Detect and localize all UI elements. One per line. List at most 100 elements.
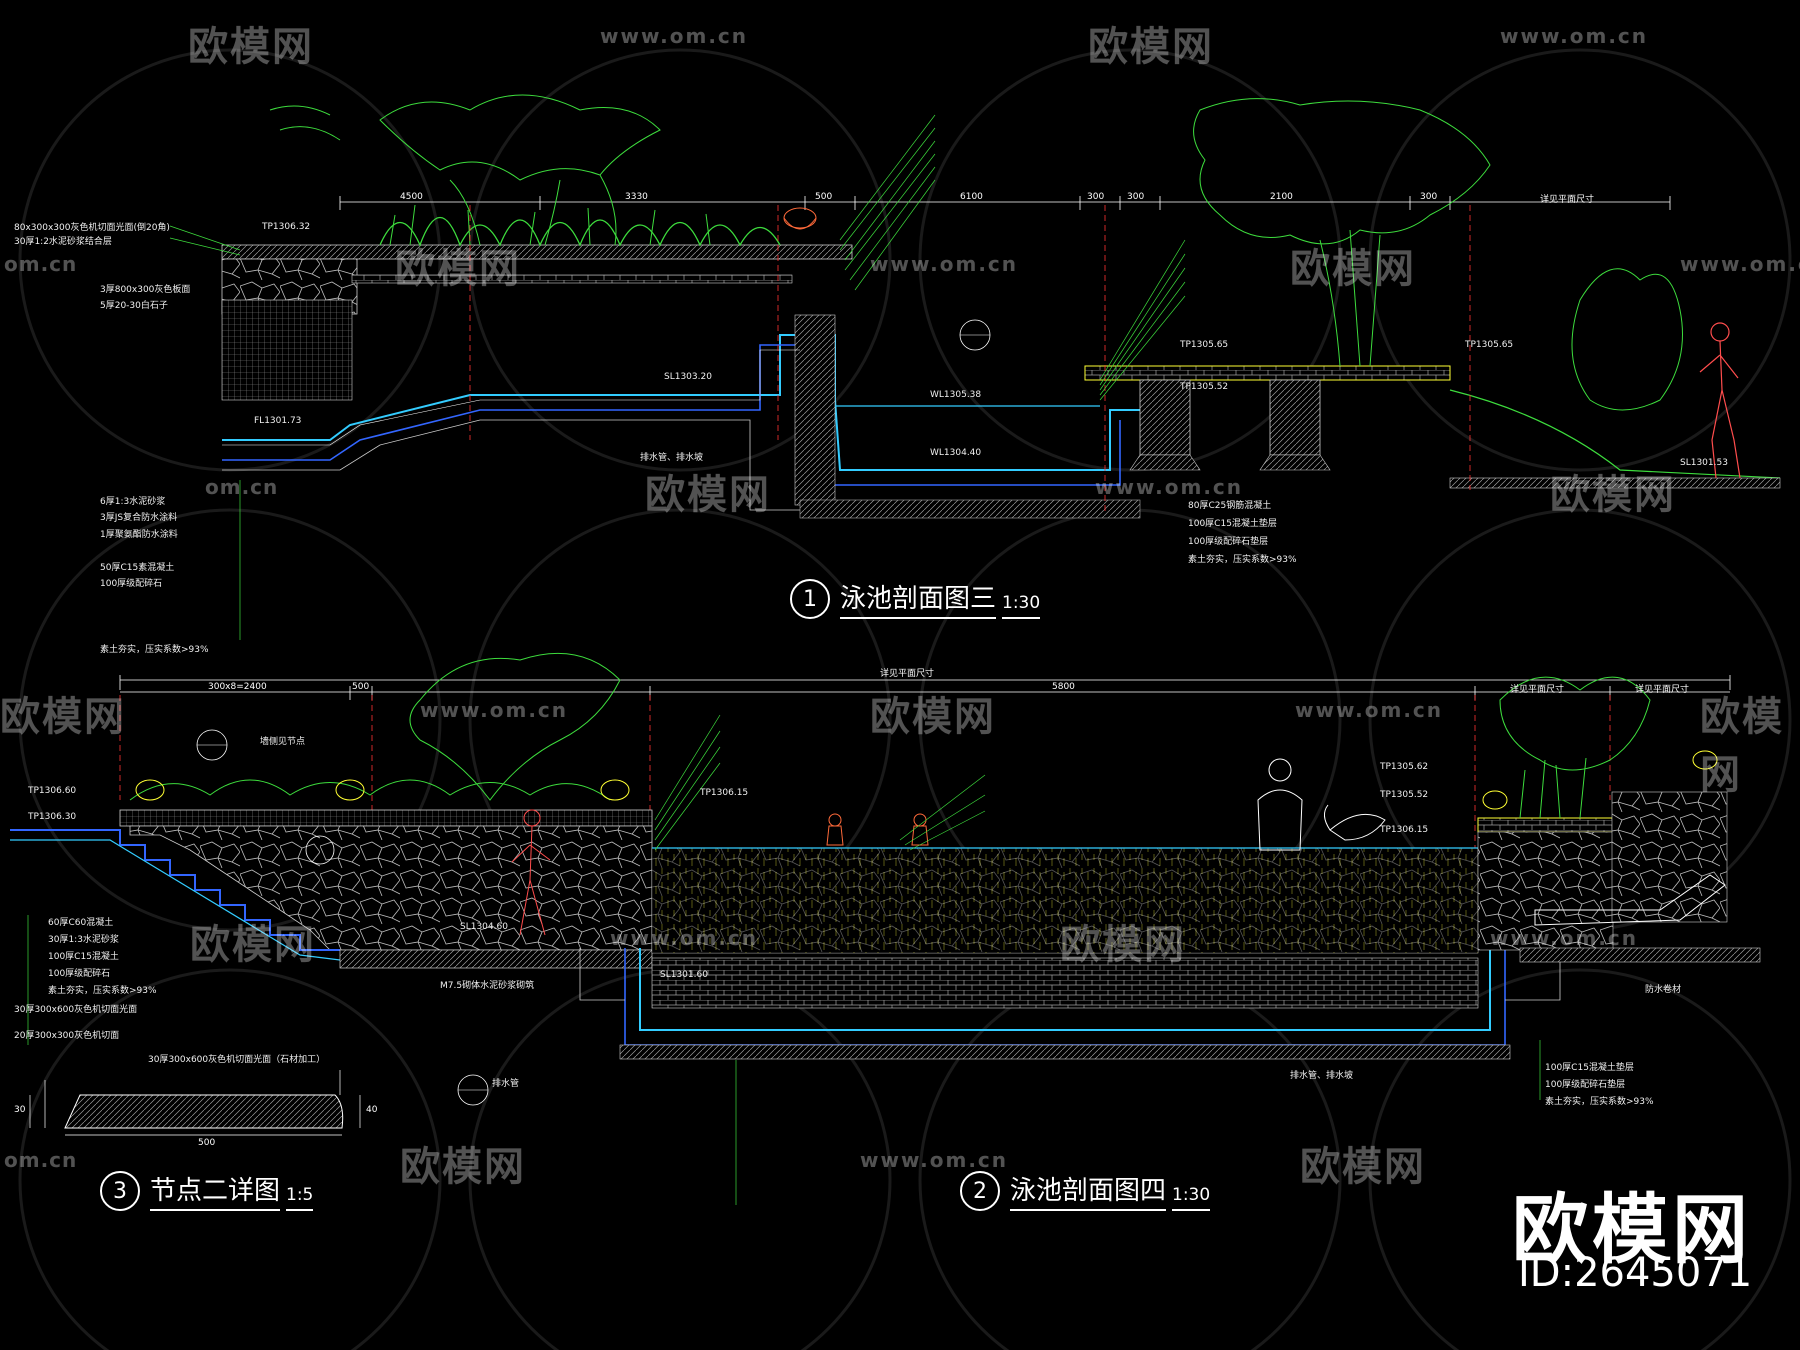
s1-dim: 300 [1087,192,1105,202]
watermark-url: www.om.cn [870,252,1019,276]
title-number: 3 [100,1171,140,1211]
watermark-url: www.om.cn [1500,24,1649,48]
title-number: 2 [960,1171,1000,1211]
s1-elevation: TP1306.32 [262,222,311,232]
s2-label: 60厚C60混凝土 [48,918,114,928]
watermark-brand: 欧模网 [190,922,316,968]
s2-dim: 5800 [1052,682,1075,692]
pots-planter-2 [135,750,1718,810]
s2-elevation: SL1304.60 [460,922,508,932]
s1-elevation: SL1301.53 [1680,458,1728,468]
watermark-brand: 欧模网 [0,694,126,740]
s2-elevation: TP1306.60 [28,786,77,796]
s1-label: 3厚800x300灰色板面 [100,285,191,295]
s1-label: 100厚C15混凝土垫层 [1188,519,1277,529]
s1-elevation: TP1305.65 [1465,340,1514,350]
shrubs-planter-2 [129,652,1651,819]
watermark-short: om.cn [205,475,279,499]
s2-elevation: TP1305.62 [1380,762,1429,772]
s1-label: 排水管、排水坡 [640,453,704,463]
planter-slab-left [221,244,853,260]
s1-dim: 6100 [960,192,983,202]
s2-label: 30厚1:3水泥砂浆 [48,935,119,945]
title-scale: 1:5 [286,1185,314,1211]
s1-label: 80厚C25钢筋混凝土 [1188,501,1272,511]
watermark-url: www.om.cn [610,926,759,950]
watermark-short: om.cn [4,252,78,276]
s1-elevation: WL1304.40 [930,448,982,458]
callout-circle-2b [305,835,335,865]
brand-logo-text: 欧模网 [1512,1185,1752,1274]
pot-ornament-center [783,207,817,230]
watermark-brand: 欧模网 [1290,246,1416,292]
watermark-brand: 欧模网 [400,1144,526,1190]
s2-elevation: SL1301.60 [660,970,708,980]
s2-label: 排水管、排水坡 [1290,1071,1354,1081]
s2-label: M7.5砌体水泥砂浆砌筑 [440,981,535,991]
s1-label: 1厚聚氨酯防水涂料 [100,530,178,540]
title-text: 节点二详图 [150,1170,281,1211]
d3-dim: 40 [366,1105,378,1115]
d3-dim: 30 [14,1105,26,1115]
s1-elevation: FL1301.73 [254,416,302,426]
watermark-url: www.om.cn [1680,252,1800,276]
watermark-brand: 欧模网 [188,24,314,70]
deck-right [1084,365,1451,381]
pool-shell-2 [639,948,1491,1031]
planter-slab-2 [119,809,653,827]
s1-label: 6厚1:3水泥砂浆 [100,497,166,507]
s1-label: 100厚级配碎石垫层 [1188,537,1269,547]
s2-dim: 详见平面尺寸 [880,669,935,679]
watermark-brand: 欧模网 [870,694,996,740]
s1-label: 100厚级配碎石 [100,579,163,589]
s1-dim: 详见平面尺寸 [1540,195,1595,205]
title-scale: 1:30 [1002,593,1041,619]
human-figure-stairs [511,809,551,936]
watermark-brand: 欧模网 [645,472,771,518]
s2-elevation: TP1306.15 [700,788,749,798]
s2-label: 素土夯实，压实系数>93% [48,986,157,996]
s2-elevation: TP1306.30 [28,812,77,822]
watermark-url: www.om.cn [860,1148,1009,1172]
s2-elevation: TP1306.15 [1380,825,1429,835]
watermark-url: www.om.cn [420,698,569,722]
s2-dim: 详见平面尺寸 [1510,685,1565,695]
watermark-url: www.om.cn [600,24,749,48]
title-text: 泳池剖面图三 [840,578,997,619]
s2-label: 100厚C15混凝土垫层 [1545,1063,1634,1073]
lounge-chair [1534,874,1726,926]
s1-label: 素土夯实，压实系数>93% [1188,555,1297,565]
watermark-brand: 欧模网 [395,246,521,292]
title-number: 1 [790,579,830,619]
s2-dim: 500 [352,682,370,692]
s2-label: 30厚300x600灰色机切面光面 [14,1005,138,1015]
title-text: 泳池剖面图四 [1010,1170,1167,1211]
s1-label: 5厚20-30白石子 [100,301,168,311]
s2-label: 100厚级配碎石 [48,969,111,979]
s1-elevation: WL1305.38 [930,390,982,400]
watermark-url: www.om.cn [1490,926,1639,950]
section-1-drawing [169,94,1781,640]
s1-dim: 300 [1127,192,1145,202]
human-figure-right [1699,322,1741,479]
d3-label: 30厚300x600灰色机切面光面（石材加工） [148,1055,326,1065]
s1-elevation: TP1305.65 [1180,340,1229,350]
grass-left [379,216,781,247]
s1-dim: 300 [1420,192,1438,202]
s1-dim: 500 [815,192,833,202]
watermark-brand: 欧模网 [1088,24,1214,70]
watermark-brand: 欧模网 [1700,694,1784,798]
s2-label: 墙侧见节点 [260,737,306,747]
s2-label: 排水管 [492,1079,520,1089]
watermark-brand: 欧模网 [1550,472,1676,518]
section-2-drawing [10,652,1761,1205]
detail-3-drawing [29,1070,361,1136]
section-1-dimension-line [339,196,1671,210]
drawing-title-section-4: 2 泳池剖面图四 1:30 [960,1170,1211,1211]
drawing-title-detail-2: 3 节点二详图 1:5 [100,1170,314,1211]
s2-label: 素土夯实，压实系数>93% [1545,1097,1654,1107]
shrub-right [1571,268,1683,411]
watermark-url: www.om.cn [1295,698,1444,722]
s1-dim: 4500 [400,192,423,202]
s1-label: 30厚1:2水泥砂浆结合层 [14,237,112,247]
